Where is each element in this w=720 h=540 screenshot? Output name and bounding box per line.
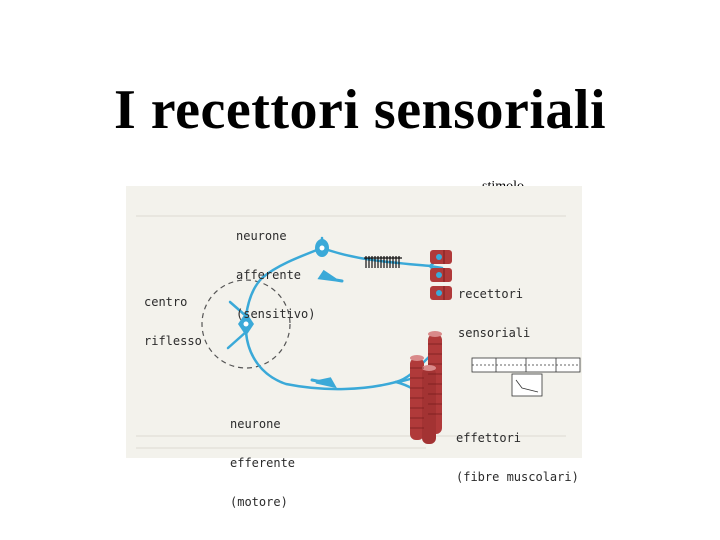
reflex-center-label: centro riflesso — [144, 270, 202, 374]
effectors-label-line1: effettori — [456, 431, 522, 445]
center-label-line2: riflesso — [144, 334, 202, 348]
efferent-label-line1: neurone — [230, 417, 281, 431]
reflex-arc-drawing — [136, 215, 581, 449]
afferent-label-line1: neurone — [236, 229, 287, 243]
paper-texture — [136, 215, 566, 449]
receptors-label: recettori sensoriali — [458, 262, 530, 366]
receptors-label-line2: sensoriali — [458, 326, 531, 340]
muscle-fibers — [410, 331, 442, 444]
sensory-receptors — [430, 250, 452, 300]
reflex-center-circle — [201, 279, 291, 369]
effectors-label: effettori (fibre muscolari) — [456, 406, 579, 510]
afferent-label-line2: afferente — [236, 268, 302, 282]
afferent-neuron-label: neurone afferente (sensitivo) — [236, 204, 315, 347]
afferent-direction-arrow — [317, 269, 344, 283]
stimulus-signal-marks — [364, 256, 402, 268]
afferent-label-line3: (sensitivo) — [236, 307, 316, 321]
slide-title: I recettori sensoriali — [113, 79, 607, 141]
receptors-label-line1: recettori — [458, 287, 524, 301]
reflex-arc-diagram: neurone afferente (sensitivo) centro rif… — [126, 186, 582, 509]
efferent-label-line3: (motore) — [230, 495, 288, 509]
effectors-label-line2: (fibre muscolari) — [456, 470, 579, 484]
efferent-neuron-label: neurone efferente (motore) — [230, 392, 295, 535]
center-label-line1: centro — [144, 295, 188, 309]
efferent-direction-arrow — [310, 377, 337, 389]
efferent-label-line2: efferente — [230, 456, 296, 470]
inset-graph — [471, 357, 581, 397]
